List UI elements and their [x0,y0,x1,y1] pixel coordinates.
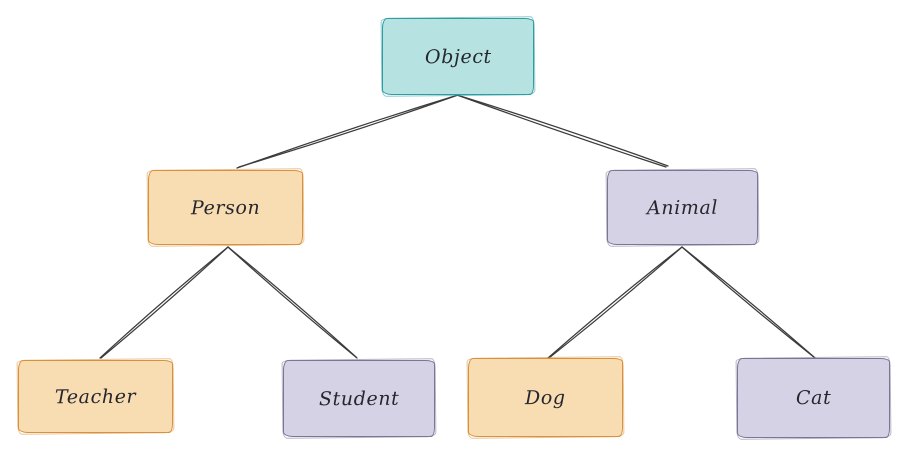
node-teacher: Teacher [16,358,175,435]
edge-object-person [236,94,459,169]
edge-object-animal [456,94,669,168]
node-object: Object [380,16,536,97]
node-dog-label: Dog [525,386,566,409]
node-animal-label: Animal [646,196,719,219]
edge-person-student [227,246,358,359]
node-person: Person [146,168,305,247]
node-animal: Animal [605,168,760,247]
node-student-label: Student [318,387,400,410]
node-cat-label: Cat [795,386,832,410]
node-dog: Dog [466,356,625,439]
edge-person-teacher [99,246,229,359]
node-teacher-label: Teacher [54,385,137,408]
node-student: Student [281,358,437,439]
node-object-label: Object [424,45,492,68]
edge-animal-dog [547,246,683,359]
edge-animal-cat [681,246,816,359]
node-cat: Cat [735,356,892,440]
node-person-label: Person [190,196,261,219]
